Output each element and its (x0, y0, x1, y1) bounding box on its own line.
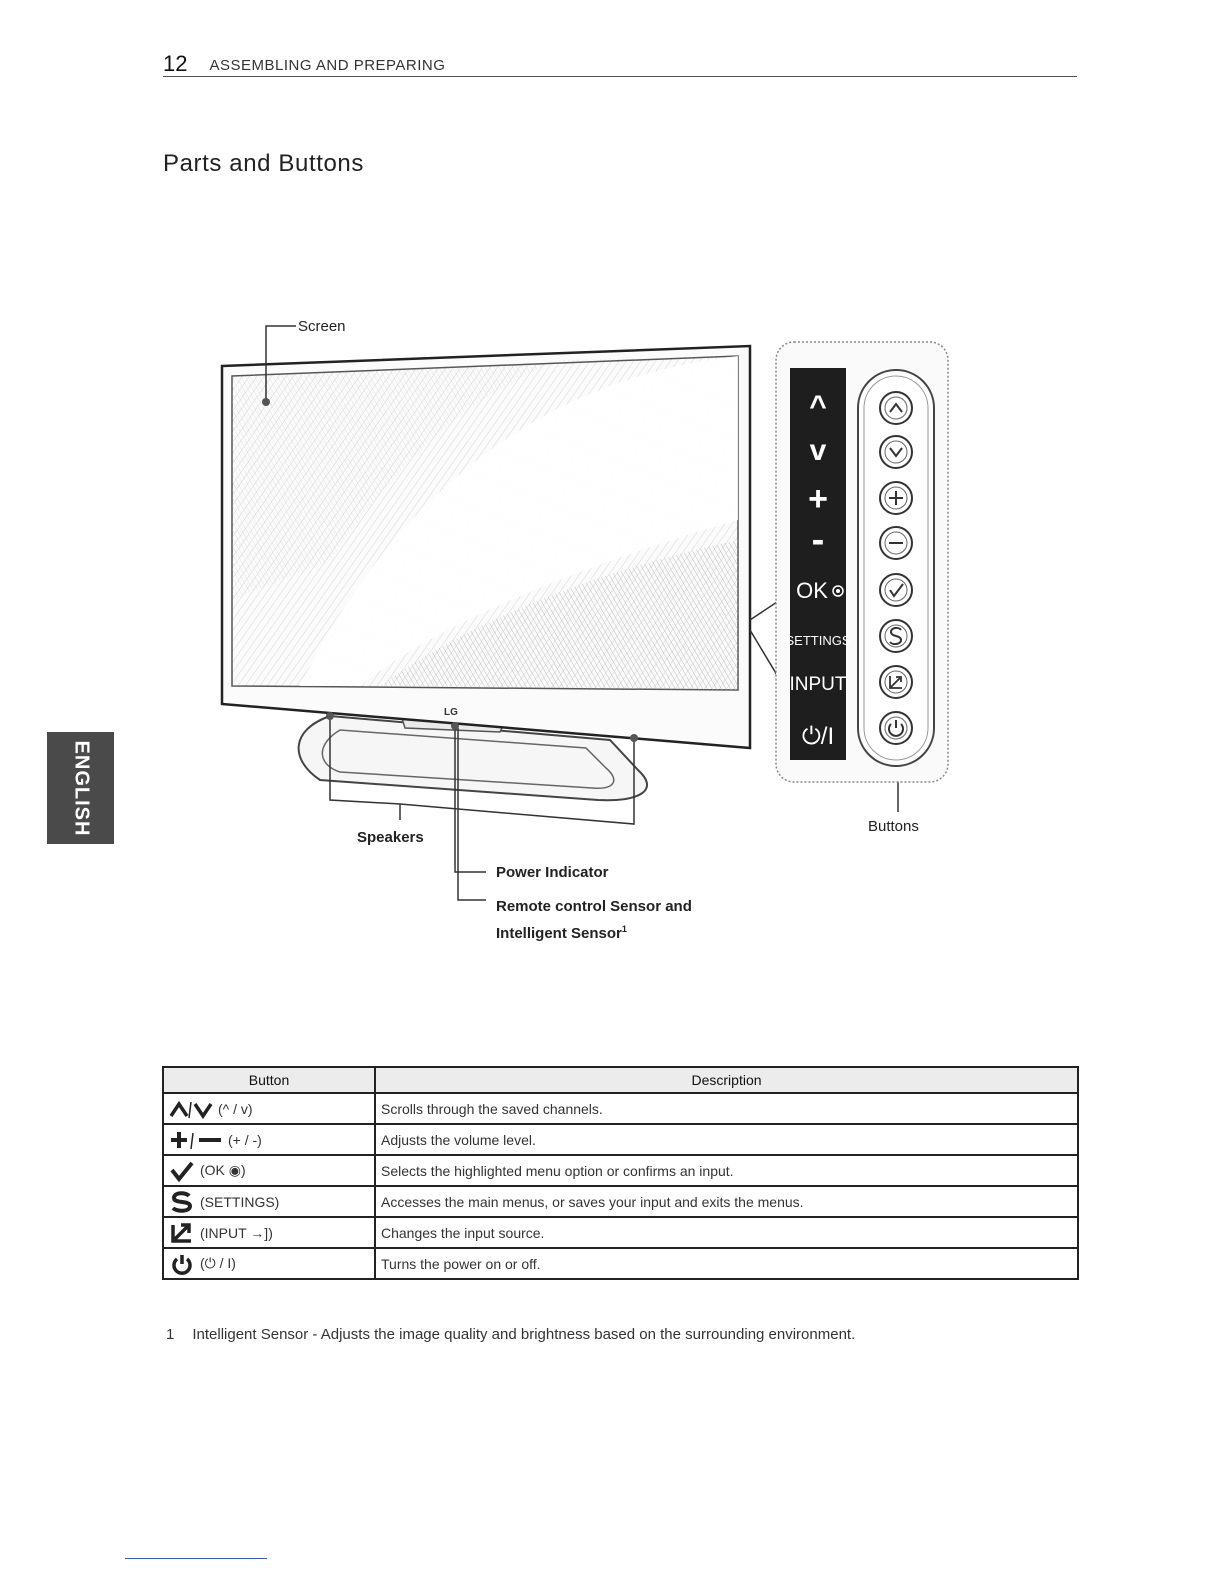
button-description: Scrolls through the saved channels. (374, 1092, 1079, 1125)
panel-key-down: v (810, 434, 827, 467)
button-description: Adjusts the volume level. (374, 1123, 1079, 1156)
input-icon (171, 1222, 191, 1243)
table-header-button: Button (162, 1066, 376, 1094)
button-name: (OK ◉) (200, 1162, 246, 1178)
panel-key-plus: + (808, 480, 828, 518)
footer-rule (125, 1558, 267, 1559)
power-icon (172, 1254, 192, 1275)
footnote-text: Intelligent Sensor - Adjusts the image q… (192, 1326, 856, 1343)
remote-sensor-label: Remote control Sensor and Intelligent Se… (496, 895, 692, 945)
table-row: (+ / -) Adjusts the volume level. (162, 1123, 1079, 1156)
button-description: Turns the power on or off. (374, 1247, 1079, 1280)
footnote-marker: 1 (621, 924, 627, 934)
touch-button-column (857, 369, 935, 767)
screen-label: Screen (298, 318, 346, 335)
tv-diagram: LG ^ v + - OK SETTINGS INPUT ⏻/I (220, 325, 949, 901)
button-description: Changes the input source. (374, 1216, 1079, 1249)
speakers-label: Speakers (357, 829, 424, 846)
tv-body (220, 344, 752, 750)
touch-button-settings-icon (879, 619, 913, 653)
intelligent-sensor-label: Intelligent Sensor (496, 925, 622, 942)
section-name: ASSEMBLING AND PREPARING (209, 57, 446, 74)
table-row: (^ / v) Scrolls through the saved channe… (162, 1092, 1079, 1125)
page-header: 12 ASSEMBLING AND PREPARING (163, 52, 1077, 77)
table-row: (OK ◉) Selects the highlighted menu opti… (162, 1154, 1079, 1187)
panel-key-input: INPUT (790, 674, 847, 695)
table-row: (INPUT →]) Changes the input source. (162, 1216, 1079, 1249)
remote-sensor-label-line1: Remote control Sensor and (496, 898, 692, 915)
panel-key-minus: - (812, 519, 825, 561)
plus-minus-icons (171, 1131, 221, 1149)
touch-button-down-icon (879, 435, 913, 469)
panel-key-power: ⏻/I (802, 723, 834, 750)
button-name: (SETTINGS) (200, 1193, 280, 1210)
button-description: Selects the highlighted menu option or c… (374, 1154, 1079, 1187)
table-header-description: Description (374, 1066, 1079, 1094)
touch-button-minus-icon (879, 526, 913, 560)
lg-logo: LG (444, 707, 458, 718)
touch-button-plus-icon (879, 481, 913, 515)
footnote: 1 Intelligent Sensor - Adjusts the image… (166, 1326, 1066, 1343)
panel-key-up: ^ (809, 390, 827, 423)
button-name: (+ / -) (228, 1131, 262, 1148)
page-title: Parts and Buttons (163, 150, 364, 177)
panel-key-ok: OK (796, 578, 828, 603)
up-down-arrow-icons (169, 1100, 213, 1119)
touch-button-input-icon (879, 665, 913, 699)
check-icon (170, 1161, 194, 1182)
touch-button-power-icon (879, 711, 913, 745)
settings-s-icon (171, 1190, 193, 1213)
language-tab: ENGLISH (47, 732, 114, 844)
button-name: (INPUT →]) (200, 1224, 273, 1241)
button-name: (⏻ / I) (200, 1255, 236, 1271)
remote-sensor-label-line2: Intelligent Sensor1 (496, 918, 692, 945)
buttons-label: Buttons (868, 818, 919, 835)
footnote-number: 1 (166, 1326, 175, 1343)
table-header-row: Button Description (162, 1066, 1079, 1094)
panel-ok-dot-icon (832, 585, 844, 597)
button-name: (^ / v) (218, 1100, 253, 1117)
page-number: 12 (163, 51, 188, 76)
button-description: Accesses the main menus, or saves your i… (374, 1185, 1079, 1218)
table-row: (⏻ / I) Turns the power on or off. (162, 1247, 1079, 1280)
touch-button-ok-icon (879, 573, 913, 607)
touch-button-up-icon (879, 391, 913, 425)
buttons-table: Button Description (^ / v) Scrolls throu… (162, 1066, 1079, 1280)
panel-key-settings: SETTINGS (785, 633, 850, 648)
power-indicator-label: Power Indicator (496, 864, 609, 881)
table-row: (SETTINGS) Accesses the main menus, or s… (162, 1185, 1079, 1218)
